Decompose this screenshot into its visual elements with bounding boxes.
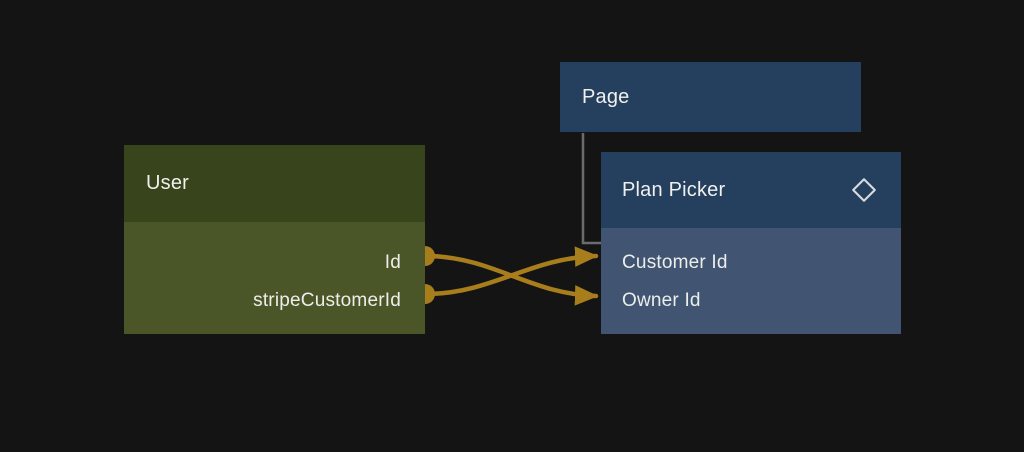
entity-field-row[interactable]: Customer Id [601, 244, 901, 282]
entity-field-label: stripeCustomerId [253, 290, 401, 311]
entity-field-label: Customer Id [622, 252, 728, 273]
entity-field-row[interactable]: Owner Id [601, 282, 901, 320]
edge-stripecustomerid-to-customer-id [427, 246, 599, 297]
entity-node-page[interactable]: Page [560, 62, 861, 132]
entity-title: Page [582, 85, 630, 108]
entity-title: Plan Picker [622, 178, 726, 201]
entity-title: User [146, 172, 190, 194]
entity-field-row[interactable]: stripeCustomerId [124, 282, 425, 320]
entity-field-row[interactable]: Id [124, 244, 425, 282]
entity-field-label: Id [384, 252, 401, 273]
entity-header-user[interactable]: User [124, 145, 425, 222]
entity-node-user[interactable]: User Id stripeCustomerId [124, 145, 425, 334]
entity-body-user: Id stripeCustomerId [124, 222, 425, 334]
diamond-icon [851, 177, 877, 203]
entity-header-plan-picker[interactable]: Plan Picker [601, 152, 901, 228]
entity-node-plan-picker[interactable]: Plan Picker Customer Id Owner Id [601, 152, 901, 334]
entity-body-plan-picker: Customer Id Owner Id [601, 228, 901, 334]
edge-page-to-plan-picker [581, 133, 601, 245]
entity-field-label: Owner Id [622, 290, 701, 311]
